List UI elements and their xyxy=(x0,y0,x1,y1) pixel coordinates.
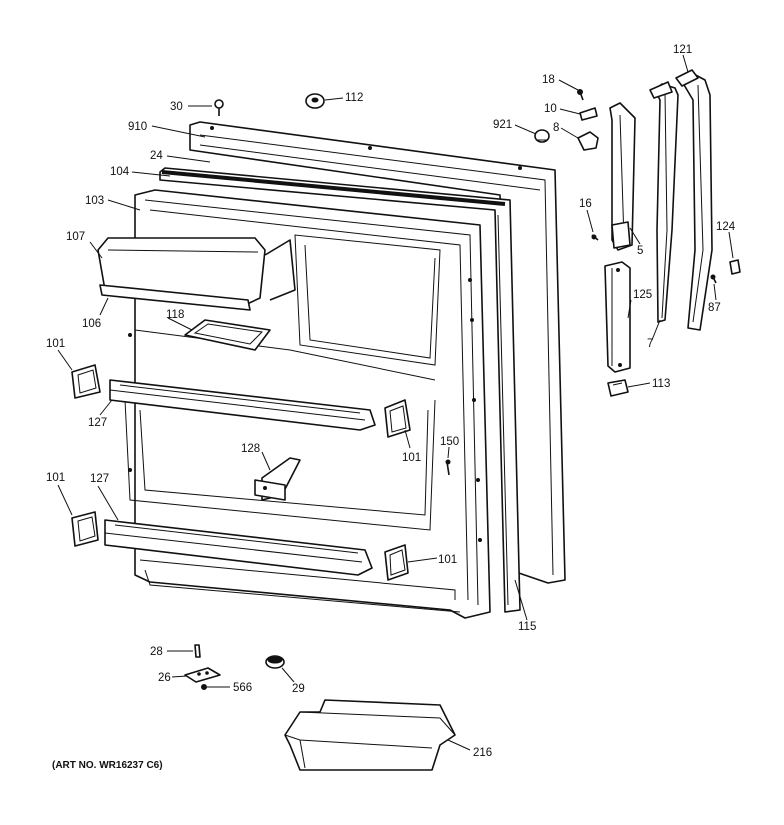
label-101-upper-right: 101 xyxy=(402,452,421,464)
label-103: 103 xyxy=(85,195,104,207)
label-16: 16 xyxy=(579,198,592,210)
label-101-lower-left: 101 xyxy=(46,472,65,484)
screw-566 xyxy=(201,684,207,690)
label-127-upper: 127 xyxy=(88,417,107,429)
label-910: 910 xyxy=(128,121,147,133)
label-101-lower-right: 101 xyxy=(438,554,457,566)
bracket-26 xyxy=(184,667,221,683)
art-number: (ART NO. WR16237 C6) xyxy=(52,760,163,771)
handle-insert-125 xyxy=(604,261,631,373)
label-566: 566 xyxy=(233,682,252,694)
pin-28 xyxy=(194,644,201,658)
handle-trim-121 xyxy=(675,69,713,331)
label-115: 115 xyxy=(518,621,536,633)
label-28: 28 xyxy=(150,646,163,658)
screw-150 xyxy=(445,459,451,476)
shelf-bracket-left-upper xyxy=(71,364,101,399)
cap-921 xyxy=(534,129,550,143)
label-24: 24 xyxy=(150,150,163,162)
label-121: 121 xyxy=(673,44,692,56)
door-shelf-lower xyxy=(104,519,373,576)
shelf-bracket-right-lower xyxy=(384,544,409,581)
label-112: 112 xyxy=(345,92,363,104)
shelf-bracket-right-upper xyxy=(384,399,411,438)
shelf-divider xyxy=(254,457,301,501)
door-gasket xyxy=(159,167,521,613)
screw-30 xyxy=(214,99,224,116)
label-124: 124 xyxy=(716,221,736,233)
stop-113 xyxy=(607,379,629,397)
label-921: 921 xyxy=(493,119,512,131)
leader-lines xyxy=(57,54,734,751)
label-216: 216 xyxy=(473,747,492,759)
cap-29 xyxy=(265,655,285,669)
label-7: 7 xyxy=(647,338,653,350)
clip-124 xyxy=(729,259,741,275)
shelf-bracket-left-lower xyxy=(71,511,99,547)
screw-16 xyxy=(591,234,599,241)
label-8: 8 xyxy=(553,122,559,134)
label-101-upper-left: 101 xyxy=(46,338,65,350)
label-87: 87 xyxy=(708,302,721,314)
bin-216 xyxy=(284,699,456,771)
screw-18 xyxy=(577,89,584,101)
door-handle-7 xyxy=(649,81,679,323)
butter-dish xyxy=(184,319,271,351)
hinge-cover-8 xyxy=(577,131,599,151)
label-128: 128 xyxy=(241,443,260,455)
label-113: 113 xyxy=(652,378,670,390)
label-18: 18 xyxy=(542,74,555,86)
label-127-lower: 127 xyxy=(90,473,109,485)
hinge-bracket-5 xyxy=(609,102,636,251)
label-10: 10 xyxy=(544,103,557,115)
label-5: 5 xyxy=(637,245,643,257)
screw-87 xyxy=(710,274,717,284)
label-106: 106 xyxy=(82,318,101,330)
bushing-10 xyxy=(579,107,598,121)
label-104: 104 xyxy=(110,166,130,178)
label-26: 26 xyxy=(158,672,171,684)
door-shelf-upper xyxy=(109,379,376,431)
plug-112 xyxy=(305,93,325,109)
label-125: 125 xyxy=(633,289,652,301)
label-29: 29 xyxy=(292,683,305,695)
label-118: 118 xyxy=(166,309,184,321)
dairy-compartment-door xyxy=(97,237,296,311)
label-30: 30 xyxy=(170,101,183,113)
part-labels: 30 112 910 24 104 103 107 106 118 101 12… xyxy=(46,44,736,771)
label-107: 107 xyxy=(66,231,85,243)
outer-door xyxy=(189,121,566,584)
label-150: 150 xyxy=(440,436,459,448)
